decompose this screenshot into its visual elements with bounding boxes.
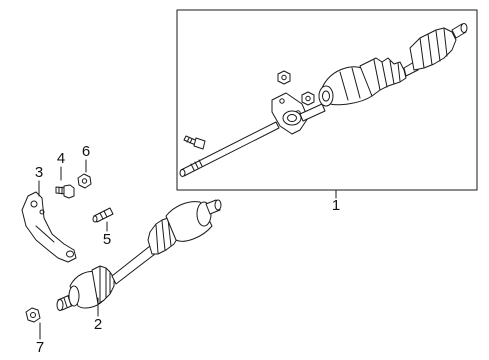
boot-ridge — [397, 62, 401, 82]
boot-ridge — [435, 30, 441, 62]
upper-axle-assembly — [179, 23, 468, 177]
lower-axle-shaft — [111, 245, 156, 285]
bracket-hole — [39, 209, 45, 215]
upper-nut-a — [277, 70, 291, 85]
part-6-nut — [77, 173, 92, 189]
boot-ridge — [161, 220, 166, 251]
part-4-bolt — [55, 184, 75, 199]
callout-7: 7 — [35, 339, 45, 356]
intermediate-shaft-upper — [299, 103, 326, 122]
inner-cv-mouth — [318, 85, 334, 107]
callout-4: 4 — [56, 150, 66, 167]
boot-ridge — [443, 28, 448, 57]
part-5-stud — [92, 207, 114, 223]
bearing-ring — [282, 110, 302, 126]
boot-ridge — [389, 60, 395, 85]
bracket-hole — [66, 250, 74, 258]
callout-6: 6 — [81, 143, 91, 160]
lower-axle-assembly — [56, 199, 222, 311]
shaft-spline — [194, 161, 199, 169]
leader-lines — [38, 159, 337, 340]
upper-nut-b — [301, 91, 315, 106]
tripod-stub-end — [214, 199, 222, 211]
shaft-spline — [190, 163, 195, 171]
inner-cv-mouth-inner — [322, 90, 330, 102]
bearing-ring-inner — [287, 114, 297, 122]
housing-band — [351, 67, 361, 99]
housing-band — [339, 71, 349, 101]
outer-stub-end — [460, 23, 468, 33]
upper-bolt — [183, 135, 206, 150]
part-3-bracket — [21, 191, 77, 263]
callout-3: 3 — [34, 164, 44, 181]
callout-1: 1 — [331, 197, 341, 214]
bracket-flange — [35, 225, 55, 243]
boot-ridge — [167, 218, 172, 247]
boot-ridge — [381, 61, 388, 88]
callout-5: 5 — [102, 231, 112, 248]
boot-ridge — [419, 37, 425, 69]
lower-cv-boot — [91, 265, 115, 305]
boot-ridge — [427, 33, 433, 66]
shaft-end — [179, 169, 186, 177]
part-7-nut — [25, 307, 41, 323]
boot-ridge — [155, 224, 159, 254]
callout-2: 2 — [93, 316, 103, 333]
stub-spline — [63, 297, 68, 308]
bracket-hole — [30, 200, 38, 208]
lower-stub-end — [56, 299, 64, 311]
boot-ridge — [373, 59, 381, 91]
shaft-spline — [198, 159, 203, 167]
lower-cv-housing-face — [68, 285, 80, 307]
bracket-hole — [279, 98, 285, 104]
